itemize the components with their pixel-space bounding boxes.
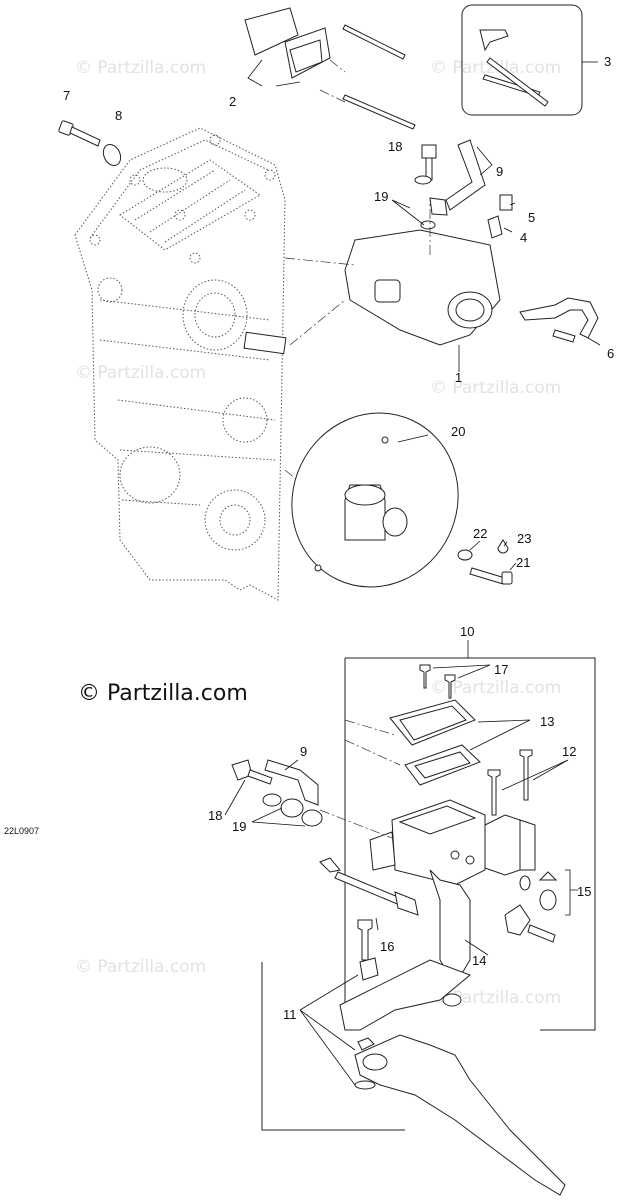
watermark: © Partzilla.com bbox=[75, 58, 206, 78]
bleeder-valve bbox=[487, 194, 516, 239]
callout-label: 12 bbox=[562, 744, 576, 759]
callout-label: 1 bbox=[455, 370, 462, 385]
callout-label: 19 bbox=[374, 189, 388, 204]
callout-label: 3 bbox=[604, 54, 611, 69]
brake-hose bbox=[519, 297, 601, 346]
callout-label: 14 bbox=[472, 953, 486, 968]
pivot-pin bbox=[299, 919, 379, 1090]
callout-labels: 1 2 3 4 5 6 7 8 9 9 10 11 12 13 14 15 16… bbox=[63, 54, 614, 1022]
watermark: © Partzilla.com bbox=[430, 988, 561, 1008]
callout-label: 4 bbox=[520, 230, 527, 245]
boot bbox=[504, 904, 556, 943]
brake-caliper bbox=[344, 229, 501, 372]
callout-label: 23 bbox=[517, 531, 531, 546]
clamp bbox=[484, 749, 569, 876]
pin-kit bbox=[461, 4, 598, 116]
brake-pins bbox=[319, 24, 416, 130]
callout-label: 13 bbox=[540, 714, 554, 729]
lever-arm bbox=[339, 939, 489, 1031]
gearbox-housing bbox=[74, 127, 287, 601]
watermark: © Partzilla.com bbox=[75, 363, 206, 383]
callout-label: 18 bbox=[388, 139, 402, 154]
callout-label: 22 bbox=[473, 526, 487, 541]
callout-label: 9 bbox=[300, 744, 307, 759]
cover-screws bbox=[419, 664, 491, 699]
callout-label: 5 bbox=[528, 210, 535, 225]
copyright-text: © Partzilla.com bbox=[78, 681, 248, 706]
callout-label: 2 bbox=[229, 94, 236, 109]
callout-label: 10 bbox=[460, 624, 474, 639]
brake-lever bbox=[354, 1034, 566, 1196]
callout-label: 18 bbox=[208, 808, 222, 823]
banjo-assembly bbox=[391, 139, 493, 230]
pushrod bbox=[319, 857, 419, 931]
master-cylinder bbox=[369, 799, 486, 986]
callout-label: 20 bbox=[451, 424, 465, 439]
watermark: © Partzilla.com bbox=[430, 678, 561, 698]
reservoir-parts bbox=[519, 869, 578, 916]
callout-label: 17 bbox=[494, 662, 508, 677]
callout-label: 11 bbox=[283, 1007, 297, 1022]
banjo-assembly-lower bbox=[224, 719, 401, 839]
callout-label: 7 bbox=[63, 88, 70, 103]
disc-bolt bbox=[457, 539, 517, 585]
callout-label: 21 bbox=[516, 555, 530, 570]
brake-disc bbox=[291, 412, 459, 588]
callout-label: 15 bbox=[577, 884, 591, 899]
bolt bbox=[58, 120, 122, 167]
callout-label: 19 bbox=[232, 819, 246, 834]
callout-label: 8 bbox=[115, 108, 122, 123]
watermark: © Partzilla.com bbox=[430, 378, 561, 398]
callout-label: 16 bbox=[380, 939, 394, 954]
diagram-code: 22L0907 bbox=[4, 826, 39, 836]
brake-pads bbox=[244, 7, 331, 87]
watermark: © Partzilla.com bbox=[75, 957, 206, 977]
callout-label: 6 bbox=[607, 346, 614, 361]
reservoir-cover bbox=[389, 699, 531, 786]
callout-label: 9 bbox=[496, 164, 503, 179]
